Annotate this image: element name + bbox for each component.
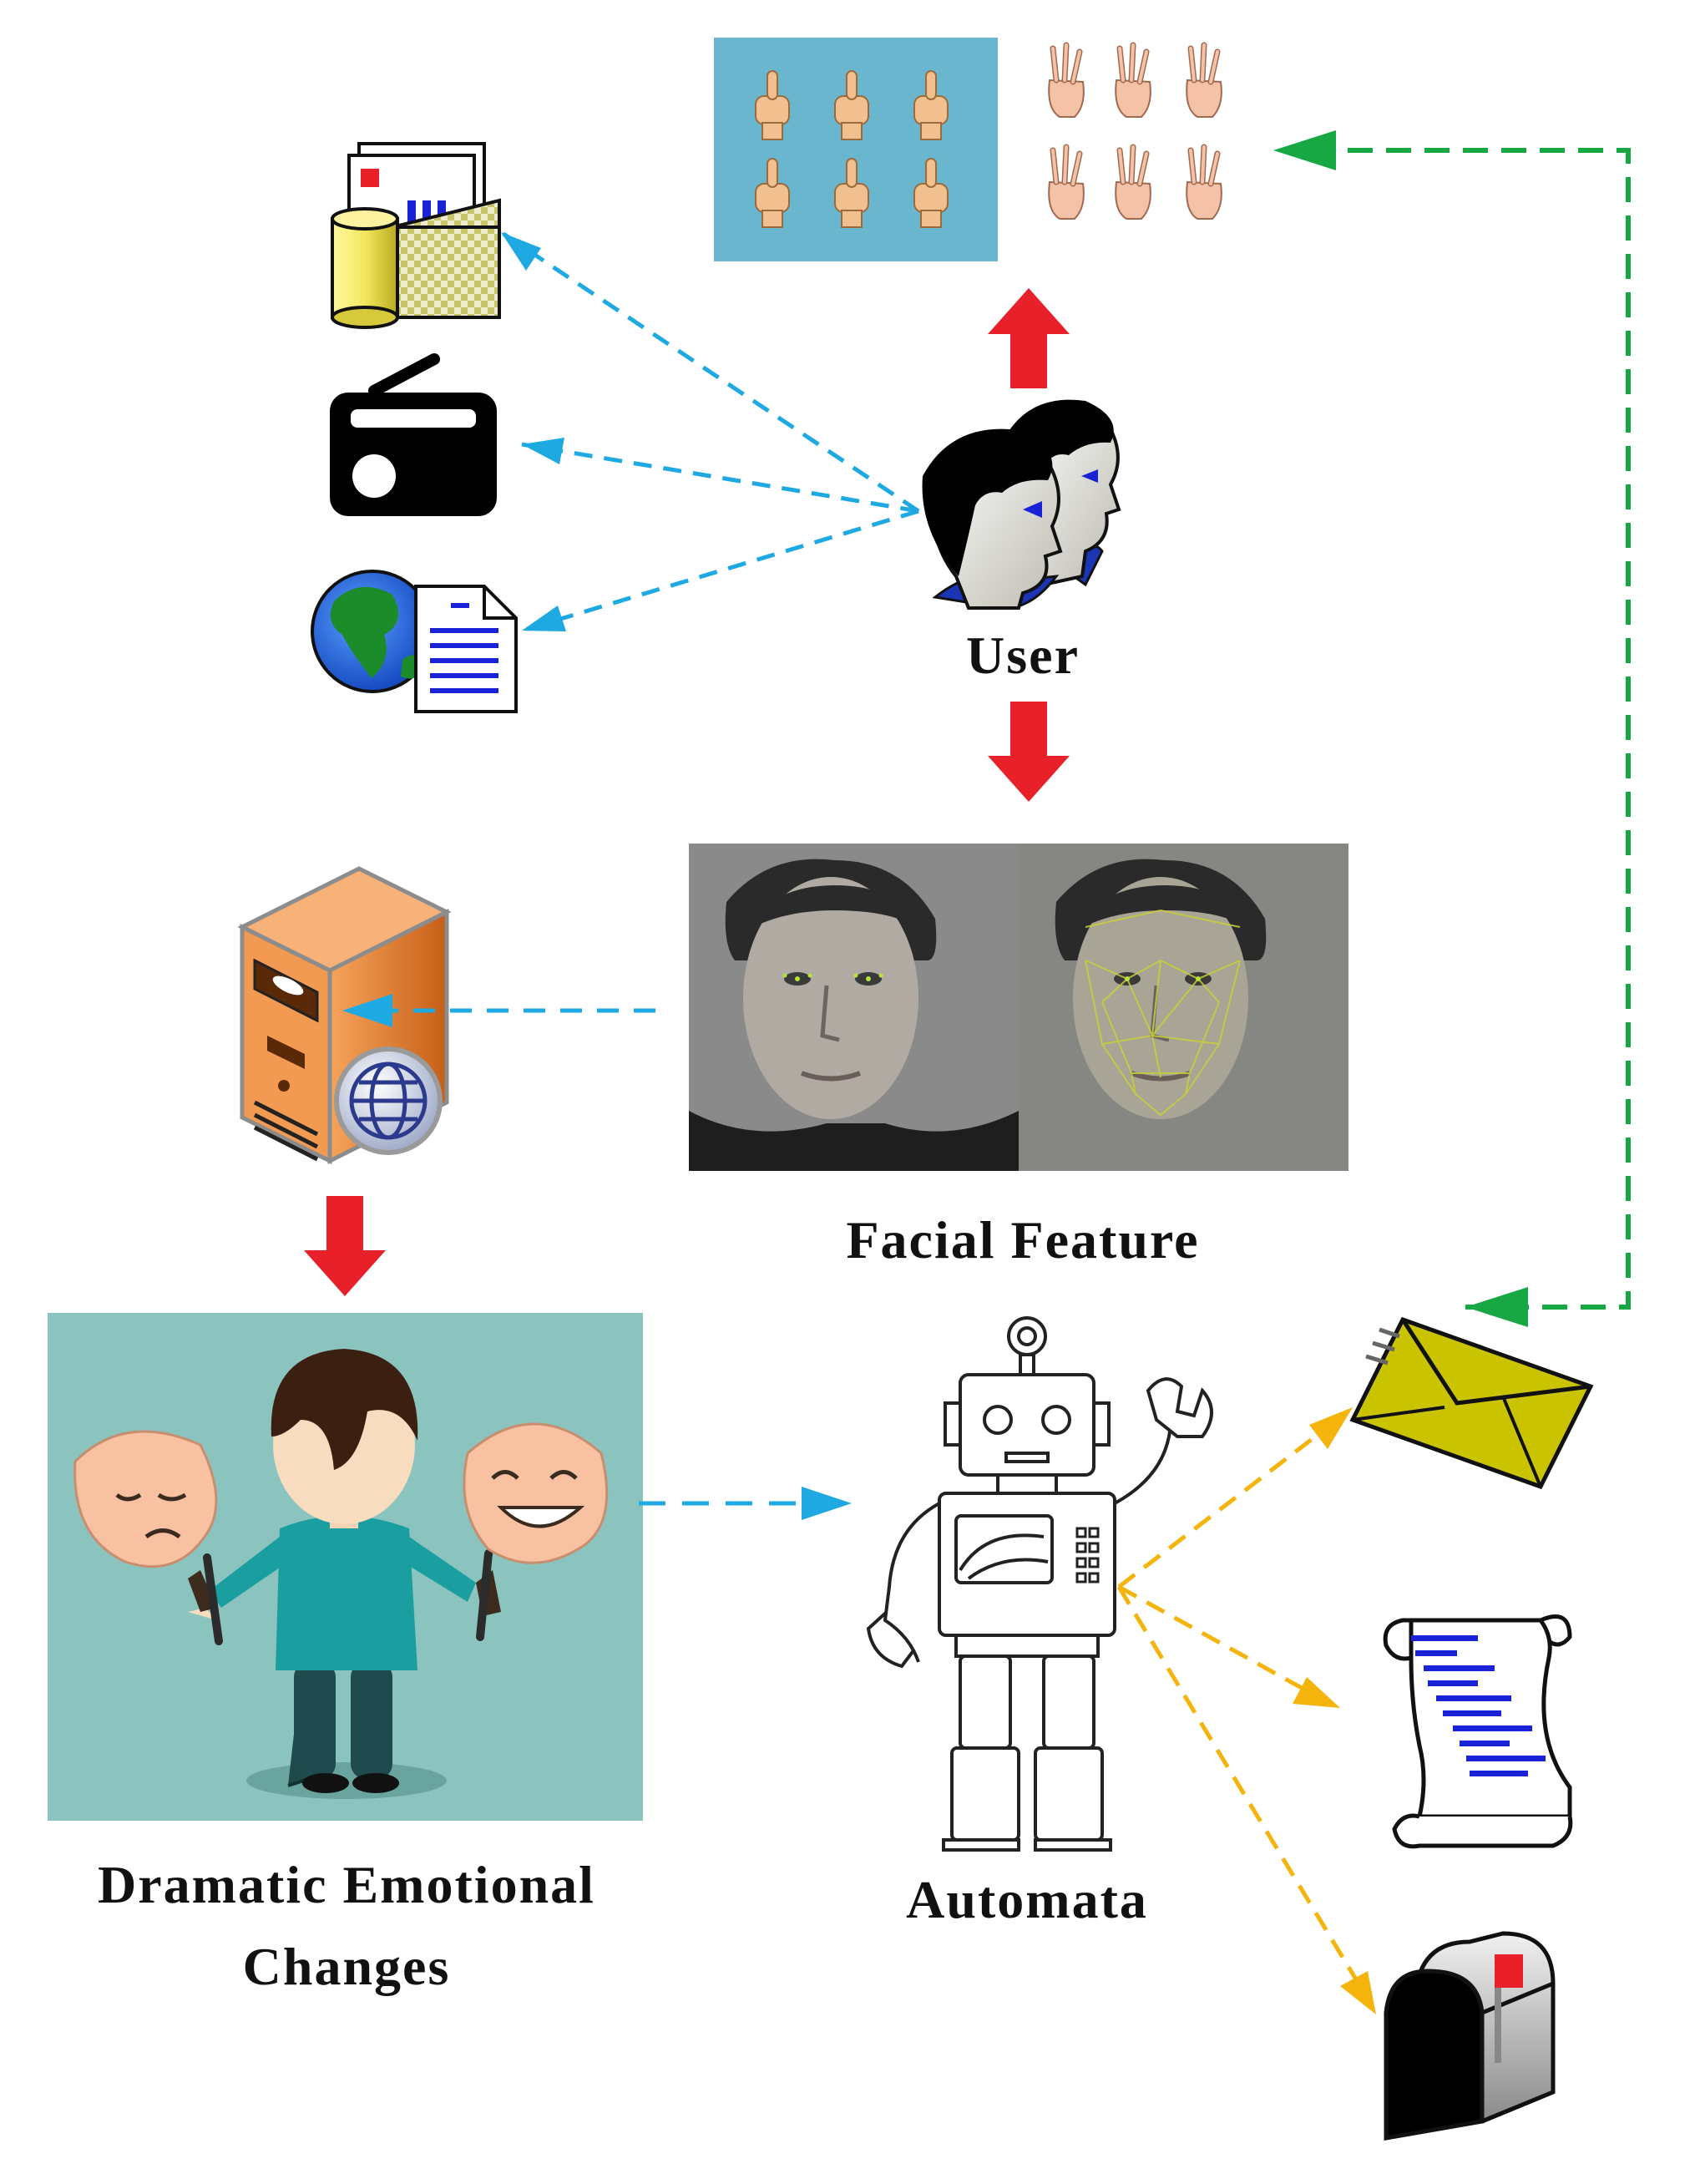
scroll-document-icon <box>1383 1614 1573 1849</box>
arrow-user-to-database <box>499 230 920 514</box>
dramatic-label-line1: Dramatic Emotional <box>98 1855 595 1914</box>
user-heads-icon <box>922 399 1121 610</box>
user-label: User <box>966 626 1080 685</box>
facial-feature-photo-icon <box>689 844 1348 1171</box>
web-server-icon <box>237 866 452 1165</box>
arrow-robot-to-scroll <box>1117 1584 1340 1708</box>
radio-icon <box>330 353 497 516</box>
arrow-envelope-to-gestures <box>1273 130 1631 1327</box>
arrow-emotion-to-robot <box>639 1487 852 1520</box>
globe-document-icon <box>311 570 518 713</box>
arrow-user-to-gestures <box>988 288 1070 388</box>
envelope-icon <box>1349 1316 1594 1490</box>
robot-icon <box>866 1316 1213 1852</box>
arrow-server-to-emotion <box>304 1196 386 1296</box>
arrow-facial-to-server <box>342 994 655 1027</box>
dramatic-label-line2: Changes <box>242 1937 451 1996</box>
arrow-robot-to-envelope <box>1117 1407 1353 1589</box>
automata-label: Automata <box>906 1870 1148 1929</box>
arrow-user-to-facial <box>988 702 1070 802</box>
emotion-masks-icon <box>48 1313 643 1821</box>
hand-gestures-panel-icon <box>714 38 998 261</box>
mailbox-icon <box>1384 1931 1556 2141</box>
arrow-robot-to-mailbox <box>1116 1585 1376 2014</box>
dramatic-emotional-changes-label: Dramatic Emotional Changes <box>50 1844 643 2008</box>
facial-feature-label: Facial Feature <box>846 1210 1200 1269</box>
arrow-user-to-globe <box>521 509 919 633</box>
hand-signs-icon <box>1049 45 1222 219</box>
arrow-user-to-radio <box>521 438 919 514</box>
database-files-icon <box>331 142 501 329</box>
